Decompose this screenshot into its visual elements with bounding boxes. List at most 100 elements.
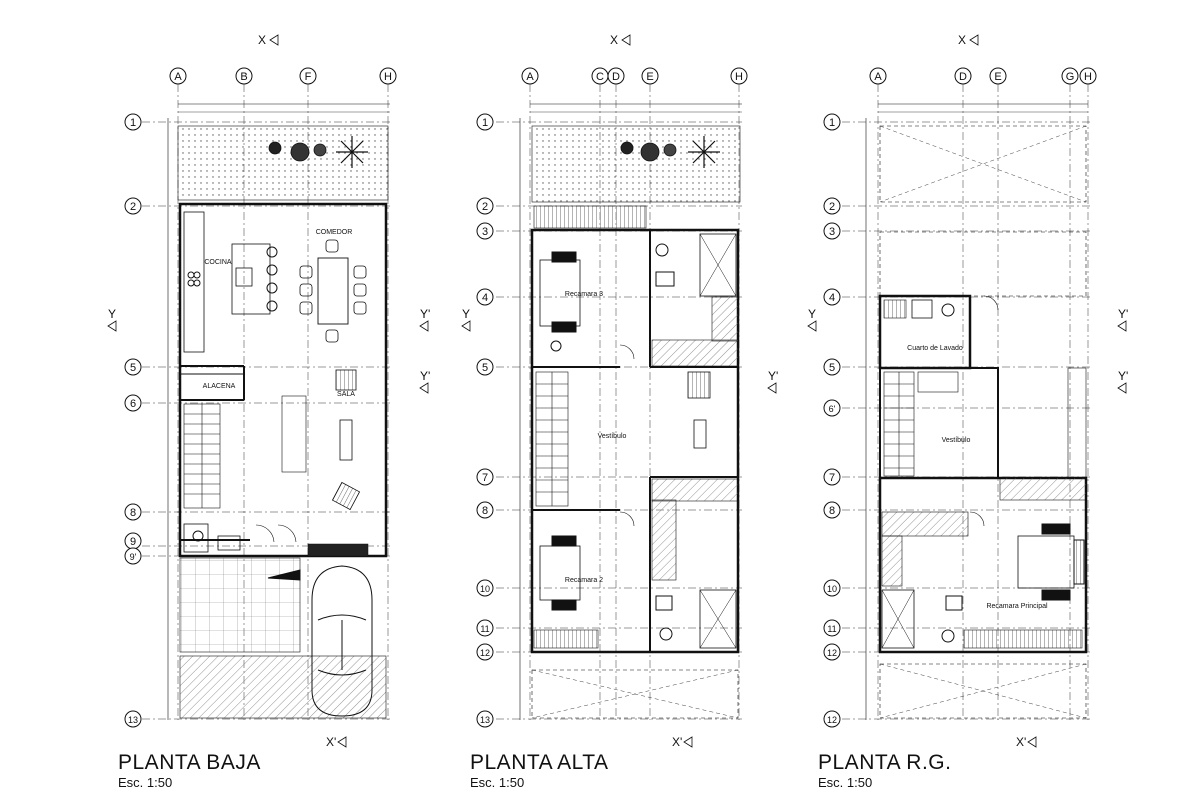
svg-text:6': 6' <box>829 404 836 414</box>
grid-row-bubble: 3 <box>823 222 841 240</box>
plan-title-rg: PLANTA R.G. <box>818 751 952 774</box>
svg-text:5: 5 <box>829 362 835 374</box>
grid-column-bubble: E <box>641 67 659 85</box>
svg-text:8: 8 <box>130 507 136 519</box>
grid-row-bubble: 2 <box>476 197 494 215</box>
svg-text:Y: Y <box>808 307 816 321</box>
svg-text:F: F <box>305 71 312 83</box>
section-mark: X <box>258 33 279 47</box>
plan-title-alta: PLANTA ALTA <box>470 751 609 774</box>
grid-row-bubble: 5 <box>124 358 142 376</box>
grid-row-bubble: 8 <box>476 501 494 519</box>
grid-column-bubble: H <box>730 67 748 85</box>
svg-text:D: D <box>959 71 967 83</box>
grid-row-bubble: 2 <box>124 197 142 215</box>
svg-text:Y': Y' <box>420 369 430 383</box>
plan-scale-baja: Esc. 1:50 <box>118 775 173 790</box>
svg-text:X: X <box>258 33 266 47</box>
svg-text:5: 5 <box>130 362 136 374</box>
grid-row-bubble: 2 <box>823 197 841 215</box>
svg-text:3: 3 <box>482 226 488 238</box>
svg-text:8: 8 <box>829 505 835 517</box>
plan-planta-alta <box>496 84 742 720</box>
svg-text:11: 11 <box>480 624 489 634</box>
section-mark: X' <box>326 735 347 749</box>
section-mark: Y' <box>1117 369 1128 394</box>
svg-text:4: 4 <box>482 292 488 304</box>
svg-text:X': X' <box>326 735 336 749</box>
svg-text:A: A <box>174 71 182 83</box>
plan-planta-rg <box>842 84 1090 720</box>
grid-column-bubble: H <box>379 67 397 85</box>
svg-text:10: 10 <box>827 584 837 594</box>
svg-text:Y: Y <box>108 307 116 321</box>
plan-title-baja: PLANTA BAJA <box>118 751 261 774</box>
svg-text:2: 2 <box>829 201 835 213</box>
svg-text:8: 8 <box>482 505 488 517</box>
svg-text:2: 2 <box>130 201 136 213</box>
grid-row-bubble: 9 <box>124 532 142 550</box>
section-mark: Y <box>461 307 471 332</box>
svg-text:G: G <box>1066 71 1075 83</box>
svg-text:1: 1 <box>130 117 136 129</box>
grid-row-bubble: 5 <box>823 358 841 376</box>
svg-text:X: X <box>610 33 618 47</box>
svg-text:2: 2 <box>482 201 488 213</box>
room-label: Vestíbulo <box>942 437 971 444</box>
svg-text:Y: Y <box>462 307 470 321</box>
grid-column-bubble: C <box>591 67 609 85</box>
grid-row-bubble: 12 <box>823 643 841 661</box>
svg-text:H: H <box>735 71 743 83</box>
grid-column-bubble: E <box>989 67 1007 85</box>
svg-text:E: E <box>646 71 653 83</box>
svg-text:1: 1 <box>829 117 835 129</box>
svg-text:1: 1 <box>482 117 488 129</box>
section-mark: Y <box>107 307 117 332</box>
svg-text:B: B <box>240 71 247 83</box>
svg-text:Y': Y' <box>768 369 778 383</box>
grid-row-bubble: 1 <box>823 113 841 131</box>
grid-row-bubble: 5 <box>476 358 494 376</box>
svg-text:Y': Y' <box>1118 307 1128 321</box>
grid-row-bubble: 4 <box>823 288 841 306</box>
grid-row-bubble: 12 <box>476 643 494 661</box>
svg-text:X': X' <box>672 735 682 749</box>
grid-row-bubble: 3 <box>476 222 494 240</box>
grid-row-bubble: 1 <box>476 113 494 131</box>
grid-row-bubble: 7 <box>476 468 494 486</box>
section-mark: Y' <box>419 307 430 332</box>
room-label: Vestíbulo <box>598 433 627 440</box>
grid-column-bubble: G <box>1061 67 1079 85</box>
section-mark: Y <box>807 307 817 332</box>
section-mark: Y' <box>1117 307 1128 332</box>
svg-text:10: 10 <box>480 584 490 594</box>
svg-text:A: A <box>526 71 534 83</box>
svg-text:12: 12 <box>827 648 837 658</box>
plan-planta-baja <box>142 84 390 720</box>
svg-text:5: 5 <box>482 362 488 374</box>
grid-column-bubble: D <box>954 67 972 85</box>
svg-text:4: 4 <box>829 292 835 304</box>
grid-row-bubble: 1 <box>124 113 142 131</box>
grid-row-bubble: 4 <box>476 288 494 306</box>
grid-row-bubble: 13 <box>476 710 494 728</box>
section-mark: X <box>610 33 631 47</box>
plan-scale-rg: Esc. 1:50 <box>818 775 873 790</box>
svg-text:7: 7 <box>829 472 835 484</box>
room-label: Recamara 3 <box>565 291 603 298</box>
grid-row-bubble: 7 <box>823 468 841 486</box>
svg-text:D: D <box>612 71 620 83</box>
svg-text:C: C <box>596 71 604 83</box>
section-mark: X' <box>672 735 693 749</box>
svg-text:X': X' <box>1016 735 1026 749</box>
room-label: COCINA <box>204 259 232 266</box>
grid-row-bubble: 8 <box>823 501 841 519</box>
grid-row-bubble: 11 <box>476 619 494 637</box>
section-mark: Y' <box>767 369 778 394</box>
svg-text:11: 11 <box>827 624 836 634</box>
section-mark: X' <box>1016 735 1037 749</box>
svg-text:7: 7 <box>482 472 488 484</box>
